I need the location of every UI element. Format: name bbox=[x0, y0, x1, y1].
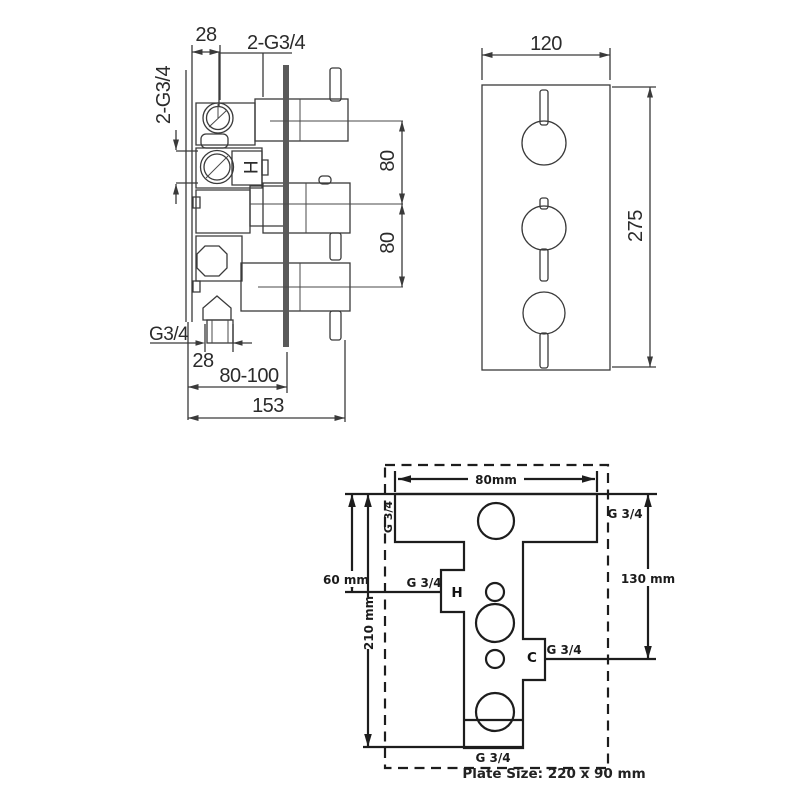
dim-overall-height: 210 mm bbox=[361, 494, 376, 747]
valve-body: H bbox=[195, 102, 289, 344]
dim-right-offset-label: 130 mm bbox=[621, 572, 675, 586]
template-holes bbox=[474, 501, 516, 733]
dim-top-offset: 28 bbox=[191, 24, 221, 100]
template-view: H C G 3/4 G 3/4 G 3/4 G 3/4 G 3/4 80mm 6… bbox=[323, 463, 675, 782]
cold-letter: C bbox=[527, 650, 537, 666]
label-side-ports: 2-G3/4 bbox=[153, 66, 198, 204]
hole-bottom bbox=[474, 691, 516, 733]
label-side-ports-text: 2-G3/4 bbox=[153, 66, 175, 125]
dim-overall-height-label: 210 mm bbox=[362, 596, 376, 650]
dim-top-offset-label: 28 bbox=[195, 24, 217, 46]
plate-size-caption: Plate Size: 220 x 90 mm bbox=[462, 766, 645, 782]
hole-small-upper bbox=[484, 581, 506, 603]
dim-plate-height-label: 275 bbox=[625, 210, 647, 242]
cartridge-top bbox=[254, 98, 349, 142]
label-top-ports-text: 2-G3/4 bbox=[247, 32, 306, 54]
hole-middle bbox=[474, 602, 516, 644]
dim-depth-range-label: 80-100 bbox=[219, 365, 279, 387]
knob-bottom bbox=[522, 291, 566, 335]
dim-upper-offset: 60 mm bbox=[323, 494, 369, 592]
dim-plate-width-label: 120 bbox=[530, 33, 562, 55]
hole-top bbox=[476, 501, 516, 541]
dim-right-offset: 130 mm bbox=[621, 494, 675, 659]
dim-overall-depth-label: 153 bbox=[252, 395, 284, 417]
port-bottom-label: G 3/4 bbox=[475, 751, 510, 765]
dim-plate-height: 275 bbox=[612, 86, 656, 368]
dim-spacing-lower: 80 bbox=[377, 232, 399, 254]
front-view: 120 275 bbox=[481, 33, 656, 371]
port-cold-label: G 3/4 bbox=[546, 643, 581, 657]
valve-cartridges bbox=[240, 67, 351, 341]
port-top-left-label: G 3/4 bbox=[382, 501, 395, 534]
dim-template-width-label: 80mm bbox=[475, 473, 517, 487]
dim-bottom-offset-label: 28 bbox=[192, 350, 214, 372]
inlet-fitting-hot bbox=[199, 149, 235, 185]
hot-letter: H bbox=[451, 585, 462, 601]
dim-port-spacing: 80 80 bbox=[377, 121, 405, 287]
knob-middle bbox=[521, 205, 567, 251]
dim-depth-range: 80-100 bbox=[188, 352, 288, 393]
label-outlet-text: G3/4 bbox=[149, 324, 189, 345]
wall-plate bbox=[185, 70, 193, 420]
plate-outline-dashed bbox=[383, 463, 610, 770]
dim-plate-width: 120 bbox=[481, 33, 611, 80]
dim-bottom-outlet: G3/4 28 bbox=[149, 324, 252, 372]
hot-marker-label: H bbox=[239, 160, 260, 173]
faceplate-knobs bbox=[521, 89, 567, 369]
dim-overall-depth: 153 bbox=[188, 340, 346, 422]
port-hot-label: G 3/4 bbox=[406, 576, 441, 590]
outlet-pipe bbox=[206, 319, 234, 344]
label-top-ports: 2-G3/4 bbox=[218, 32, 306, 106]
centre-lines bbox=[250, 120, 403, 288]
side-view: H 80 80 28 bbox=[149, 24, 405, 422]
inlet-fitting-top bbox=[202, 102, 234, 134]
dim-template-width: 80mm bbox=[393, 470, 599, 492]
knob-top bbox=[521, 120, 567, 166]
template-body-outline bbox=[393, 492, 599, 750]
port-top-right-label: G 3/4 bbox=[607, 507, 642, 521]
dim-upper-offset-label: 60 mm bbox=[323, 573, 369, 587]
hex-fitting bbox=[196, 245, 228, 277]
angle-fitting bbox=[202, 295, 232, 321]
faceplate bbox=[481, 84, 611, 371]
dim-spacing-upper: 80 bbox=[377, 150, 399, 172]
hole-small-lower bbox=[484, 648, 506, 670]
mounting-rail bbox=[283, 65, 289, 347]
